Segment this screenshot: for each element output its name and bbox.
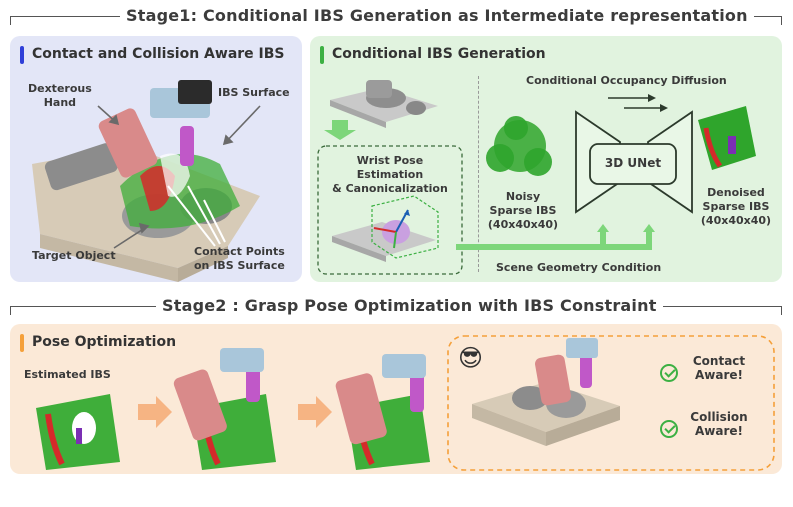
pose-optimization-accent-bar [20, 334, 24, 352]
unet-shape [575, 110, 693, 214]
occupancy-diffusion-label: Conditional Occupancy Diffusion [526, 74, 727, 87]
stage1-tick-right [781, 16, 782, 25]
stage2-title: Stage2 : Grasp Pose Optimization with IB… [156, 296, 663, 315]
denoised-ibs-label: Denoised Sparse IBS (40x40x40) [700, 186, 772, 227]
ibs-generation-title: Conditional IBS Generation [332, 46, 546, 62]
noisy-ibs-cloud [486, 116, 552, 176]
sunglasses-emoji-icon: 😎 [458, 344, 484, 372]
object-bottle [44, 143, 118, 191]
contact-check-icon [660, 364, 678, 382]
step-arrow-2-icon [298, 396, 332, 428]
stage2-tick-right [781, 306, 782, 315]
input-scene [330, 80, 438, 128]
dexterous-hand [98, 80, 212, 178]
pose-optimization-panel: Pose Optimization Estimated IBS [10, 324, 782, 474]
unet-label: 3D UNet [604, 156, 662, 170]
collision-aware-label: Collision Aware! [690, 410, 748, 438]
contact-points-label: Contact Points on IBS Surface [194, 245, 285, 272]
hand-label: Dexterous Hand [28, 82, 92, 109]
stage1-tick-left [10, 16, 11, 25]
section-divider [478, 76, 479, 272]
ibs-panel-title: Contact and Collision Aware IBS [32, 46, 285, 62]
table-side-right [178, 246, 228, 282]
optimization-step-3 [335, 354, 430, 470]
ibs-surface-label: IBS Surface [218, 86, 290, 99]
ibs-panel: Contact and Collision Aware IBS [10, 36, 302, 282]
ibs-panel-accent-bar [20, 46, 24, 64]
generation-illustration [317, 80, 756, 275]
estimated-ibs-label: Estimated IBS [24, 368, 111, 381]
step-arrow-1-icon [138, 396, 172, 428]
noisy-ibs-label: Noisy Sparse IBS (40x40x40) [487, 190, 559, 231]
collision-check-icon [660, 420, 678, 438]
stage1-title: Stage1: Conditional IBS Generation as In… [120, 6, 754, 25]
estimated-ibs-mesh [36, 394, 120, 470]
denoised-ibs [698, 106, 756, 170]
ibs-illustration [32, 80, 261, 282]
final-grasp [472, 338, 620, 446]
canonicalized-scene [332, 195, 439, 262]
wrist-pose-box [317, 145, 463, 275]
scene-condition-label: Scene Geometry Condition [496, 261, 662, 274]
down-arrow-icon [324, 120, 356, 140]
stage2-tick-left [10, 306, 11, 315]
table-side [40, 234, 178, 282]
wrist-pose-label: Wrist Pose Estimation & Canonicalization [332, 154, 448, 195]
target-object-label: Target Object [32, 249, 116, 262]
ibs-generation-accent-bar [320, 46, 324, 64]
optimization-illustration [36, 335, 775, 471]
optimization-step-2 [173, 348, 276, 470]
ibs-generation-panel: Conditional IBS Generation [310, 36, 782, 282]
result-box [447, 335, 775, 471]
contact-aware-label: Contact Aware! [692, 354, 746, 382]
scene-condition-arrow [456, 224, 655, 250]
pose-optimization-title: Pose Optimization [32, 334, 177, 350]
